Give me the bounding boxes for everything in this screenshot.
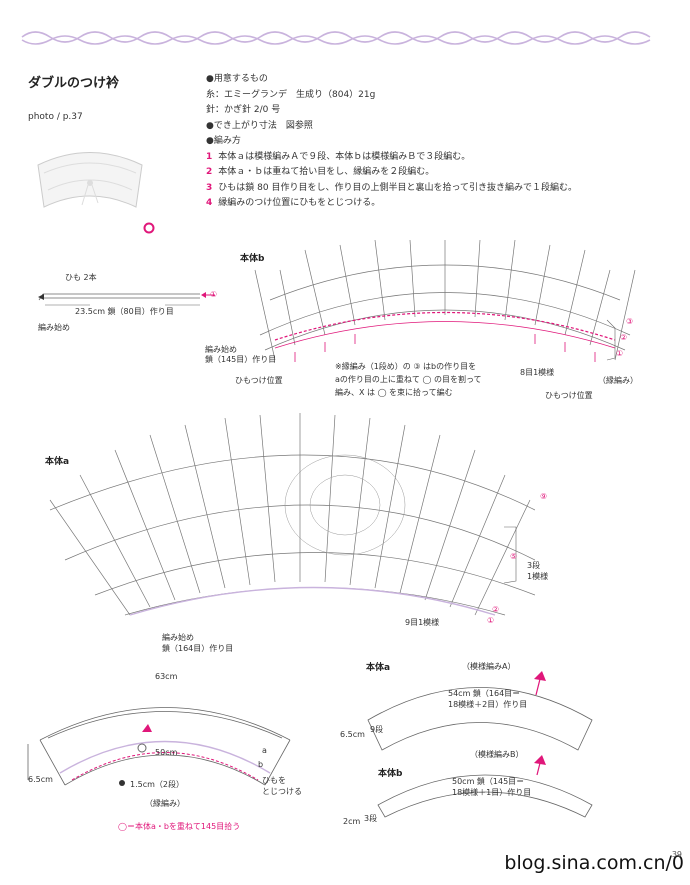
cord-measure: 23.5cm 鎖（80目）作り目 bbox=[75, 307, 174, 316]
body-b-repeat: 8目1模様 bbox=[520, 368, 555, 377]
body-b-start: 編み始め 鎖（145目）作り目 bbox=[205, 345, 277, 364]
body-b-edging: （縁編み） bbox=[598, 376, 638, 385]
collar-photo bbox=[37, 152, 143, 208]
body-b-cord-position-2: ひもつけ位置 bbox=[545, 391, 593, 400]
sch-b-label: 本体b bbox=[378, 769, 403, 779]
yarn-line: 糸：エミーグランデ 生成り（804）21g bbox=[206, 89, 376, 100]
body-b-rows-bracket bbox=[606, 319, 616, 361]
cord-diagram bbox=[38, 292, 215, 306]
watermark: blog.sina.com.cn/0 bbox=[504, 852, 684, 874]
ring-icon bbox=[143, 222, 155, 234]
body-a-label: 本体a bbox=[45, 457, 70, 467]
body-b-chart bbox=[254, 240, 636, 362]
body-b-label: 本体b bbox=[240, 254, 265, 264]
sch-a-shape bbox=[367, 671, 593, 751]
photo-reference: photo / p.37 bbox=[28, 112, 83, 122]
schematic-b: b bbox=[258, 760, 264, 769]
body-a-repeat-sts: 9目1模様 bbox=[405, 618, 440, 627]
schematic-inner: 50cm bbox=[155, 748, 178, 757]
sch-b-shape bbox=[377, 755, 593, 818]
needle-line: 針：かぎ針 2/0 号 bbox=[206, 105, 281, 115]
body-a-start: 編み始め 鎖（164目）作り目 bbox=[162, 633, 234, 653]
schematic-edge: 1.5cm（2段） bbox=[130, 780, 185, 789]
page-title: ダブルのつけ衿 bbox=[28, 76, 120, 91]
schematic-tie: ひもを とじつける bbox=[262, 776, 302, 796]
body-a-rows-bracket bbox=[503, 526, 517, 584]
schematic-depth: 6.5cm bbox=[28, 775, 53, 784]
b-row-3: ③ bbox=[626, 317, 634, 326]
schematic-a: a bbox=[262, 746, 267, 755]
schematic-pickup-note: ◯＝本体a・bを重ねて145目拾う bbox=[118, 822, 241, 831]
sch-b-pattern: （模様編みB） bbox=[470, 750, 524, 759]
a-row-5: ⑤ bbox=[510, 552, 518, 561]
cord-row-marker: ① bbox=[210, 290, 218, 299]
schematic-width: 63cm bbox=[155, 672, 178, 681]
sch-b-depth: 2cm bbox=[343, 817, 361, 826]
cord-start: 編み始め bbox=[38, 323, 70, 332]
body-a-chart bbox=[49, 413, 535, 616]
sch-b-chain: 50cm 鎖（145目＝ 18模様＋1目）作り目 bbox=[452, 777, 532, 797]
b-row-2: ② bbox=[620, 333, 628, 342]
materials-block: ●用意するもの 糸：エミーグランデ 生成り（804）21g 針：かぎ針 2/0 … bbox=[206, 72, 577, 212]
materials-heading: ●用意するもの bbox=[206, 74, 268, 84]
method-heading: ●編み方 bbox=[206, 136, 241, 146]
size-line: ●でき上がり寸法 図参照 bbox=[206, 120, 313, 131]
page-number: 39 bbox=[671, 850, 682, 859]
body-b-note: ※縁編み（1段め）の ③ はbの作り目を aの作り目の上に重ねて ◯ の目を割っ… bbox=[335, 362, 482, 397]
a-row-1: ① bbox=[487, 616, 495, 625]
body-a-repeat-rows: 3段 1模様 bbox=[527, 561, 549, 581]
sch-a-depth: 6.5cm bbox=[340, 730, 365, 739]
decorative-border bbox=[21, 31, 651, 45]
a-row-2: ② bbox=[492, 605, 500, 614]
sch-a-pattern: （模様編みA） bbox=[462, 662, 516, 671]
assembly-schematic bbox=[27, 707, 291, 786]
b-row-1: ① bbox=[616, 349, 624, 358]
sch-a-chain: 54cm 鎖（164目＝ 18模様＋2目）作り目 bbox=[448, 689, 528, 709]
cord-label: ひも 2本 bbox=[65, 273, 97, 282]
sch-a-rows: 9段 bbox=[370, 725, 384, 734]
body-b-cord-position: ひもつけ位置 bbox=[235, 376, 283, 385]
sch-a-label: 本体a bbox=[366, 663, 391, 673]
a-row-9: ⑨ bbox=[540, 492, 548, 501]
schematic-edge-label: （縁編み） bbox=[145, 799, 185, 808]
sch-b-rows: 3段 bbox=[364, 814, 378, 823]
